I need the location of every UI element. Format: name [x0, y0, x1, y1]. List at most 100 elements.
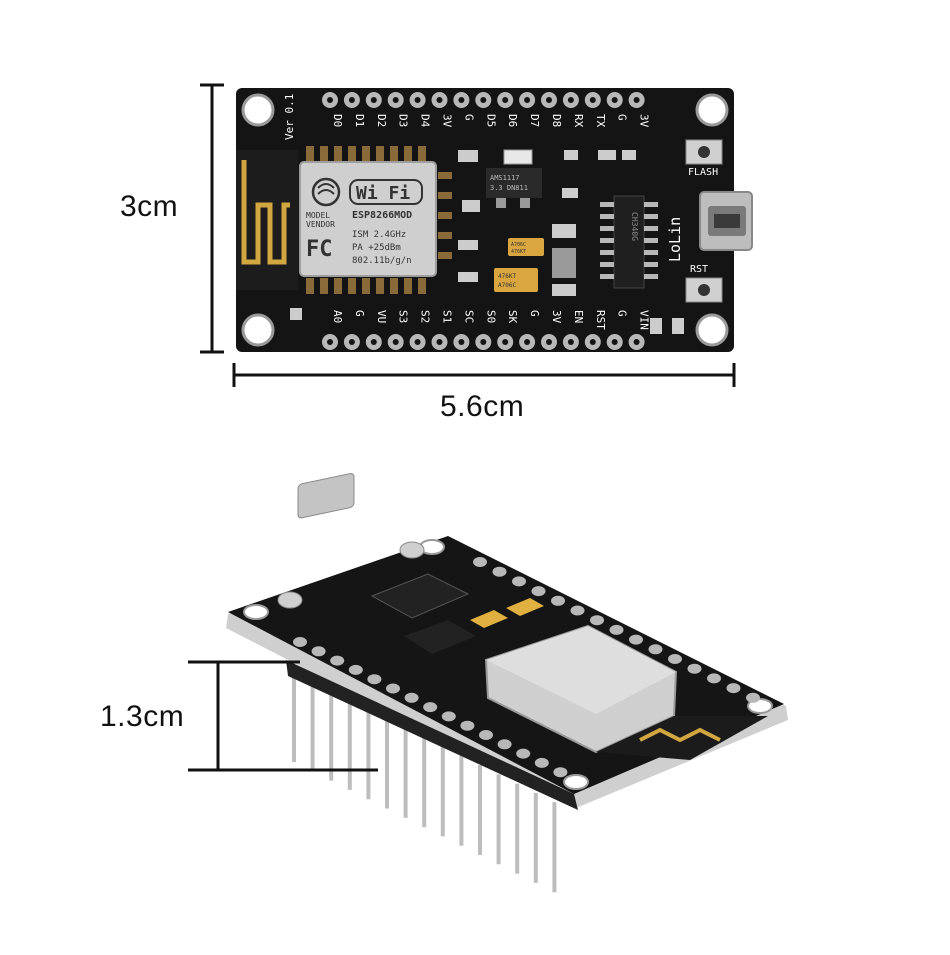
- bottom-pin-label: RST: [594, 310, 607, 330]
- top-pin-hole: [348, 97, 355, 103]
- top-pin-label: D3: [397, 114, 410, 127]
- top-pin-hole: [502, 97, 509, 103]
- bottom-pin-label: G: [528, 310, 541, 317]
- perspective-pad: [441, 711, 456, 722]
- bottom-pin-hole: [480, 339, 487, 345]
- top-pin-label: G: [462, 114, 475, 121]
- bottom-pin-label: G: [353, 310, 366, 317]
- bottom-pin-label: S1: [441, 310, 454, 323]
- top-pin-hole: [589, 97, 596, 103]
- perspective-pad: [687, 663, 702, 674]
- perspective-pad: [609, 624, 624, 635]
- bottom-pin-hole: [611, 339, 618, 345]
- bottom-pin-hole: [524, 339, 531, 345]
- perspective-pad: [497, 739, 512, 750]
- top-pin-hole: [546, 97, 552, 103]
- regulator-text-1: AMS1117: [490, 174, 520, 182]
- perspective-pad: [707, 673, 721, 684]
- bottom-pin-hole: [414, 339, 421, 345]
- top-pin-label: 3V: [638, 114, 651, 128]
- micro-usb-connector: [699, 191, 753, 251]
- top-pin-hole: [392, 97, 399, 103]
- perspective-pad: [404, 692, 419, 703]
- bottom-pin-label: A0: [331, 310, 344, 323]
- cap2-text-2: A706C: [498, 282, 516, 289]
- bottom-pin-hole: [546, 339, 552, 345]
- perspective-pad: [668, 654, 682, 664]
- module-spec-1: ISM 2.4GHz: [352, 230, 406, 240]
- model-line2: VENDOR: [306, 220, 335, 229]
- width-dimension-line: [232, 363, 736, 387]
- bottom-pin-label: EN: [572, 310, 585, 323]
- perspective-pad: [553, 767, 568, 778]
- top-pin-label: D4: [419, 114, 432, 128]
- perspective-pad: [531, 586, 546, 597]
- esp8266-module: Wi Fi MODEL VENDOR ESP8266MOD FC ISM 2.4…: [299, 161, 437, 277]
- perspective-pad: [746, 692, 760, 703]
- flash-button: [685, 139, 723, 165]
- top-pin-label: D6: [506, 114, 519, 127]
- bottom-pin-pads: [322, 334, 645, 350]
- top-pin-label: G: [616, 114, 629, 121]
- bottom-pin-hole: [348, 339, 355, 345]
- top-pin-label: D7: [528, 114, 541, 127]
- perspective-pad: [551, 595, 565, 606]
- top-pin-label: 3V: [441, 114, 454, 128]
- perspective-pad: [348, 664, 363, 675]
- cap-text-1: A706C: [511, 242, 526, 248]
- top-pin-label: D0: [331, 114, 344, 127]
- bottom-pin-hole: [436, 339, 443, 345]
- top-pin-hole: [370, 97, 377, 103]
- perspective-pad: [311, 646, 326, 657]
- perspective-pad: [629, 634, 643, 645]
- bottom-pin-hole: [502, 339, 509, 345]
- perspective-pad: [473, 557, 487, 567]
- perspective-pad: [726, 683, 741, 694]
- top-pin-label: D1: [353, 114, 366, 127]
- flash-label: FLASH: [688, 167, 718, 178]
- perspective-pad: [648, 644, 663, 655]
- espressif-logo-icon: [311, 177, 341, 207]
- bottom-pin-label: G: [616, 310, 629, 317]
- top-pin-hole: [414, 97, 421, 103]
- regulator-text-2: 3.3 DN811: [490, 184, 528, 192]
- top-pin-hole: [327, 97, 333, 103]
- bottom-pin-label: SK: [506, 310, 519, 324]
- perspective-pad: [460, 720, 475, 731]
- bottom-pin-hole: [370, 339, 377, 345]
- perspective-pad: [367, 674, 382, 685]
- bottom-pin-label: SC: [462, 310, 475, 323]
- bottom-pin-hole: [392, 339, 399, 345]
- cap2-text-1: 476KT: [498, 273, 516, 280]
- height-dimension-line: [200, 83, 224, 354]
- bottom-pin-label: VIN: [638, 310, 651, 330]
- module-pads: [306, 146, 452, 294]
- perspective-pad: [479, 730, 493, 740]
- rst-button: [685, 277, 723, 303]
- bottom-pin-hole: [458, 339, 465, 345]
- module-spec-2: PA +25dBm: [352, 243, 401, 253]
- perspective-pad: [423, 702, 438, 713]
- top-pin-label: RX: [572, 114, 585, 128]
- perspective-pad: [590, 615, 604, 626]
- height-dimension-label: 3cm: [120, 190, 179, 223]
- top-pin-hole: [567, 97, 574, 103]
- top-pin-pads: [322, 92, 645, 108]
- bottom-pin-label: VU: [375, 310, 388, 323]
- perspective-board: [226, 473, 788, 893]
- perspective-pad: [330, 655, 345, 666]
- perspective-pad: [516, 748, 531, 759]
- width-dimension-label: 5.6cm: [440, 390, 525, 423]
- brand-text: LoLin: [666, 217, 684, 262]
- thickness-dimension-label: 1.3cm: [100, 700, 185, 733]
- bottom-pin-hole: [633, 339, 640, 345]
- bottom-pin-label: S2: [419, 310, 432, 323]
- perspective-pad: [293, 637, 307, 647]
- top-pin-hole: [611, 97, 618, 103]
- perspective-pad: [570, 605, 585, 616]
